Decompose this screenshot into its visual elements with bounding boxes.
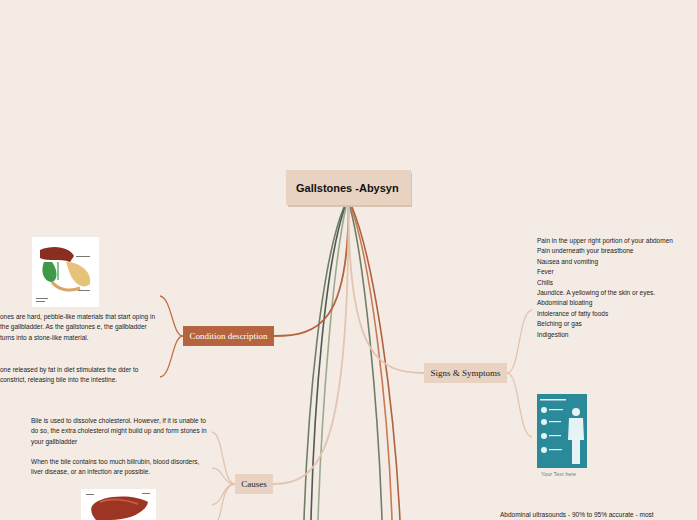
note-text: Fever: [537, 267, 554, 277]
leader-lines: [160, 296, 183, 377]
note-text: When the bile contains too much bilirubi…: [31, 457, 201, 478]
note-text: Jaundice. A yellowing of the skin or eye…: [537, 288, 655, 298]
note-text: Chills: [537, 278, 553, 288]
topic-text: Causes: [241, 479, 267, 489]
branch-connector: [274, 205, 349, 336]
gallbladder-illustration: [32, 237, 99, 307]
topic-text: Condition description: [189, 331, 267, 341]
liver-illustration: [81, 489, 156, 520]
note-text: Pain in the upper right portion of your …: [537, 236, 673, 246]
note-text: one released by fat in diet stimulates t…: [0, 365, 152, 386]
topic-box: Causes: [235, 474, 273, 494]
note-text: Abdominal ultrasounds - 90% to 95% accur…: [500, 510, 654, 520]
note-text: Indigestion: [537, 330, 568, 340]
leader-lines: [212, 432, 235, 520]
note-text: Pain underneath your breastbone: [537, 246, 634, 256]
note-text: Belching or gas: [537, 319, 582, 329]
branch-connector: [273, 205, 349, 484]
leader-lines: [507, 310, 532, 437]
note-text: Bile is used to dissolve cholesterol. Ho…: [31, 416, 211, 447]
title-text: Gallstones -Abysyn: [296, 182, 399, 194]
note-text: Intolerance of fatty foods: [537, 309, 608, 319]
topic-box: Condition description: [183, 326, 274, 346]
topic-box: Signs & Symptoms: [424, 363, 507, 383]
note-text: Nausea and vomiting: [537, 257, 598, 267]
note-text: ones are hard, pebble-like materials tha…: [0, 312, 156, 343]
central-topic: Gallstones -Abysyn: [286, 170, 411, 205]
branch-connector: [349, 205, 425, 373]
symptoms-infographic: [537, 394, 587, 468]
note-text: Abdominal bloating: [537, 298, 592, 308]
topic-text: Signs & Symptoms: [430, 368, 500, 378]
note-text: Your Text here: [541, 469, 576, 479]
